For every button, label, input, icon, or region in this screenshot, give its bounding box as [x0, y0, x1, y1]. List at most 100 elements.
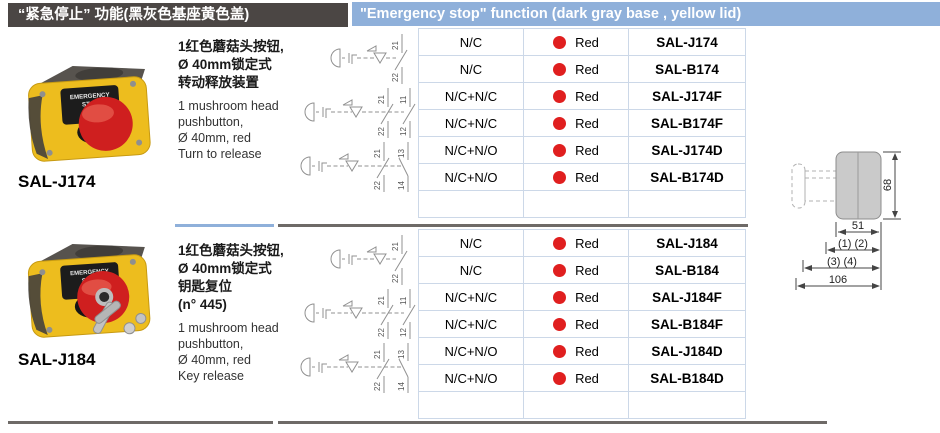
- part-number-cell: SAL-B174D: [629, 164, 746, 191]
- desc-zh-line: 1红色蘑菇头按钮,: [178, 243, 284, 258]
- color-label: Red: [575, 262, 599, 278]
- empty-cell: [419, 392, 524, 419]
- red-dot: [553, 371, 567, 385]
- desc-en-line: pushbutton,: [178, 115, 244, 129]
- empty-cell: [629, 191, 746, 218]
- color-label: Red: [575, 370, 599, 386]
- color-label: Red: [575, 289, 599, 305]
- dim-total: 106: [829, 274, 847, 286]
- section-divider-accent: [175, 224, 274, 227]
- terminal-number: 22: [377, 328, 386, 337]
- dim-3-4: (3) (4): [827, 256, 857, 268]
- contact-config-cell: N/C: [419, 230, 524, 257]
- terminal-number: 11: [399, 296, 408, 305]
- contact-diagram-nc-nc: 21 22 11 12: [304, 88, 416, 138]
- bottom-divider-right: [278, 421, 827, 424]
- desc-en-line: Ø 40mm, red: [178, 353, 251, 367]
- red-dot: [553, 263, 567, 277]
- empty-cell: [629, 392, 746, 419]
- red-dot: [553, 116, 567, 130]
- plate-text-line1: EMERGENCY: [70, 269, 109, 278]
- part-number-cell: SAL-J174: [629, 29, 746, 56]
- part-number-cell: SAL-J184: [629, 230, 746, 257]
- color-label: Red: [575, 235, 599, 251]
- section-divider: [278, 224, 748, 227]
- color-cell: Red: [524, 137, 629, 164]
- color-cell: Red: [524, 164, 629, 191]
- dimension-drawing: 68 51 (1) (2) (3) (4): [791, 151, 901, 290]
- terminal-number: 22: [391, 274, 400, 283]
- color-cell: Red: [524, 83, 629, 110]
- contact-config-cell: N/C: [419, 56, 524, 83]
- selection-table-184: N/C Red SAL-J184 N/C Red SAL-B184 N/C+N/…: [418, 229, 746, 419]
- part-number-cell: SAL-B184D: [629, 365, 746, 392]
- terminal-number: 21: [377, 296, 386, 305]
- desc-en-line: Ø 40mm, red: [178, 131, 251, 145]
- part-number-cell: SAL-B174: [629, 56, 746, 83]
- desc-zh-line: 钥匙复位: [178, 279, 232, 294]
- red-dot: [553, 170, 567, 184]
- contact-config-cell: N/C: [419, 257, 524, 284]
- part-number-cell: SAL-J184F: [629, 284, 746, 311]
- part-number-cell: SAL-B184: [629, 257, 746, 284]
- desc-zh-line: Ø 40mm锁定式: [178, 57, 272, 72]
- empty-cell: [524, 191, 629, 218]
- color-cell: Red: [524, 311, 629, 338]
- contact-config-cell: N/C: [419, 29, 524, 56]
- terminal-number: 12: [399, 127, 408, 136]
- dim-1-2: (1) (2): [838, 238, 868, 250]
- terminal-number: 21: [377, 95, 386, 104]
- color-cell: Red: [524, 338, 629, 365]
- terminal-number: 13: [397, 149, 406, 158]
- keys: [92, 300, 147, 335]
- color-cell: Red: [524, 365, 629, 392]
- terminal-number: 12: [399, 328, 408, 337]
- desc-zh-line: 1红色蘑菇头按钮,: [178, 39, 284, 54]
- product-photo-sal-j184: EMERGENCY STOP: [27, 244, 151, 338]
- color-cell: Red: [524, 29, 629, 56]
- contact-config-cell: N/C+N/O: [419, 365, 524, 392]
- color-cell: Red: [524, 284, 629, 311]
- contact-config-cell: N/C+N/O: [419, 137, 524, 164]
- red-dot: [553, 143, 567, 157]
- color-label: Red: [575, 316, 599, 332]
- contact-diagram-nc: 21 22: [330, 235, 408, 285]
- color-cell: Red: [524, 257, 629, 284]
- color-label: Red: [575, 88, 599, 104]
- contact-config-cell: N/C+N/C: [419, 83, 524, 110]
- dim-width: 51: [852, 220, 864, 232]
- color-label: Red: [575, 34, 599, 50]
- color-cell: Red: [524, 110, 629, 137]
- desc-en-line: Turn to release: [178, 147, 262, 161]
- terminal-number: 21: [373, 350, 382, 359]
- terminal-number: 14: [397, 382, 406, 391]
- red-dot: [553, 62, 567, 76]
- contact-config-cell: N/C+N/O: [419, 338, 524, 365]
- color-label: Red: [575, 343, 599, 359]
- red-dot: [553, 89, 567, 103]
- desc-en-line: 1 mushroom head: [178, 321, 279, 335]
- description-sal-j184: 1红色蘑菇头按钮, Ø 40mm锁定式 钥匙复位 (n° 445) 1 mush…: [178, 242, 308, 384]
- color-label: Red: [575, 115, 599, 131]
- terminal-number: 21: [391, 242, 400, 251]
- header-bar-english: "Emergency stop" function (dark gray bas…: [352, 2, 940, 26]
- terminal-number: 22: [377, 127, 386, 136]
- empty-cell: [419, 191, 524, 218]
- description-sal-j174: 1红色蘑菇头按钮, Ø 40mm锁定式 转动释放装置 1 mushroom he…: [178, 38, 308, 162]
- red-dot: [553, 35, 567, 49]
- desc-zh-line: 转动释放装置: [178, 75, 259, 90]
- contact-diagram-nc-nc: 21 22 11 12: [304, 289, 416, 339]
- header-bar-chinese: “紧急停止” 功能(黑灰色基座黄色盖): [8, 3, 348, 27]
- contact-config-cell: N/C+N/C: [419, 284, 524, 311]
- part-number-cell: SAL-J174F: [629, 83, 746, 110]
- part-number-cell: SAL-B174F: [629, 110, 746, 137]
- contact-diagram-nc: 21 22: [330, 34, 408, 84]
- desc-en-line: Key release: [178, 369, 245, 383]
- red-dot: [553, 344, 567, 358]
- product-photo-sal-j174: EMERGENCY STOP: [28, 66, 151, 162]
- color-label: Red: [575, 142, 599, 158]
- terminal-number: 13: [397, 350, 406, 359]
- terminal-number: 14: [397, 181, 406, 190]
- red-dot: [553, 317, 567, 331]
